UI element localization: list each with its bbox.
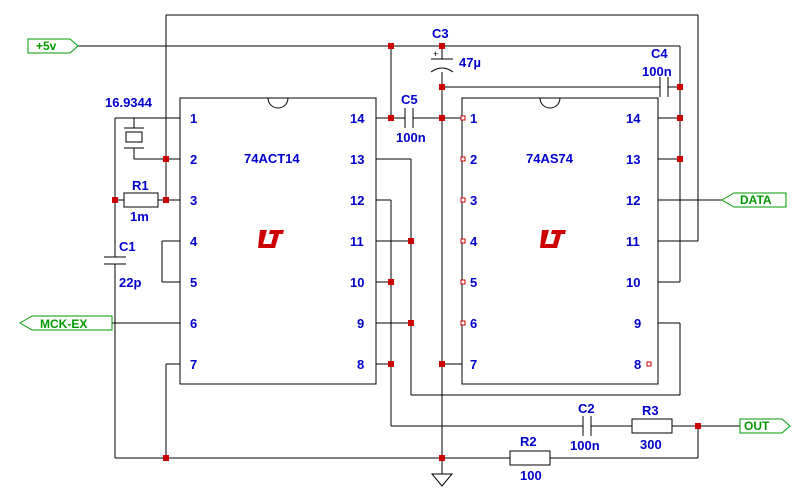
c3-ref: C3 (432, 26, 449, 41)
crystal: 16.9344 (105, 95, 153, 149)
pin-label: 1 (190, 111, 197, 126)
pin-label: 4 (190, 234, 198, 249)
capacitor-c2: C2 100n (570, 401, 600, 453)
r3-value: 300 (640, 437, 662, 452)
pin-label: 12 (626, 193, 640, 208)
pin-label: 14 (626, 111, 641, 126)
c4-ref: C4 (651, 46, 668, 61)
c1-ref: C1 (119, 239, 136, 254)
r1-ref: R1 (132, 178, 149, 193)
net-data-text: DATA (740, 193, 772, 207)
pin-label: 13 (350, 152, 364, 167)
pin-label: 13 (626, 152, 640, 167)
linear-logo-icon (540, 230, 566, 248)
capacitor-c3: C3 47µ + (430, 26, 481, 73)
pin-label: 7 (190, 357, 197, 372)
pin-label: 5 (190, 275, 197, 290)
pin-label: 2 (470, 152, 477, 167)
c4-value: 100n (642, 64, 672, 79)
net-out-text: OUT (744, 419, 770, 433)
chip-u2: 74AS74 (461, 97, 659, 385)
net-label-data: DATA (721, 192, 787, 208)
crystal-value: 16.9344 (105, 95, 153, 110)
chip-u2-name: 74AS74 (526, 151, 574, 166)
pin-label: 6 (190, 316, 197, 331)
r1-value: 1m (130, 209, 149, 224)
net-mck-text: MCK-EX (40, 317, 87, 331)
pin-label: 8 (357, 357, 364, 372)
net-label-mck: MCK-EX (19, 315, 113, 331)
pin-label: 2 (190, 152, 197, 167)
pin-label: 10 (350, 275, 364, 290)
chip-u2-right-pins: 14 13 12 11 10 9 8 (626, 111, 641, 372)
chip-u2-left-pins: 1 2 3 4 5 6 7 (470, 111, 478, 372)
pin-label: 8 (634, 357, 641, 372)
c5-ref: C5 (401, 92, 418, 107)
capacitor-c1: C1 22p (104, 239, 141, 290)
r3-ref: R3 (642, 403, 659, 418)
c3-polarity: + (433, 49, 438, 59)
chip-u1-right-pins: 14 13 12 11 10 9 8 (350, 111, 365, 372)
junctions (112, 43, 701, 461)
pin-label: 6 (470, 316, 477, 331)
r2-value: 100 (520, 468, 542, 483)
pin-label: 11 (350, 234, 364, 249)
r2-ref: R2 (520, 434, 537, 449)
resistor-r2: R2 100 (509, 434, 551, 483)
wires (78, 14, 740, 474)
pin-label: 3 (470, 193, 477, 208)
c1-value: 22p (119, 275, 141, 290)
resistor-r3: R3 300 (631, 403, 673, 452)
chip-u1-left-pins: 1 2 3 4 5 6 7 (190, 111, 198, 372)
ground-icon (430, 473, 454, 487)
net-label-out: OUT (739, 418, 791, 434)
chip-u1: 74ACT14 (179, 97, 377, 385)
capacitor-c5: C5 100n (396, 92, 426, 145)
pin-label: 14 (350, 111, 365, 126)
pin-label: 7 (470, 357, 477, 372)
pin-label: 1 (470, 111, 477, 126)
pin-label: 4 (470, 234, 478, 249)
pin-label: 5 (470, 275, 477, 290)
linear-logo-icon (258, 230, 284, 248)
c3-value: 47µ (459, 55, 481, 70)
pin-label: 9 (634, 316, 641, 331)
c5-value: 100n (396, 130, 426, 145)
pin-label: 10 (626, 275, 640, 290)
pin-label: 9 (357, 316, 364, 331)
c2-value: 100n (570, 438, 600, 453)
pin-label: 11 (626, 234, 640, 249)
c2-ref: C2 (578, 401, 595, 416)
pin-label: 3 (190, 193, 197, 208)
chip-u1-name: 74ACT14 (244, 151, 300, 166)
capacitor-c4: C4 100n (642, 46, 672, 97)
pin-label: 12 (350, 193, 364, 208)
net-label-vcc: +5v (27, 38, 79, 54)
resistor-r1: R1 1m (123, 178, 159, 224)
net-vcc-text: +5v (36, 39, 57, 53)
